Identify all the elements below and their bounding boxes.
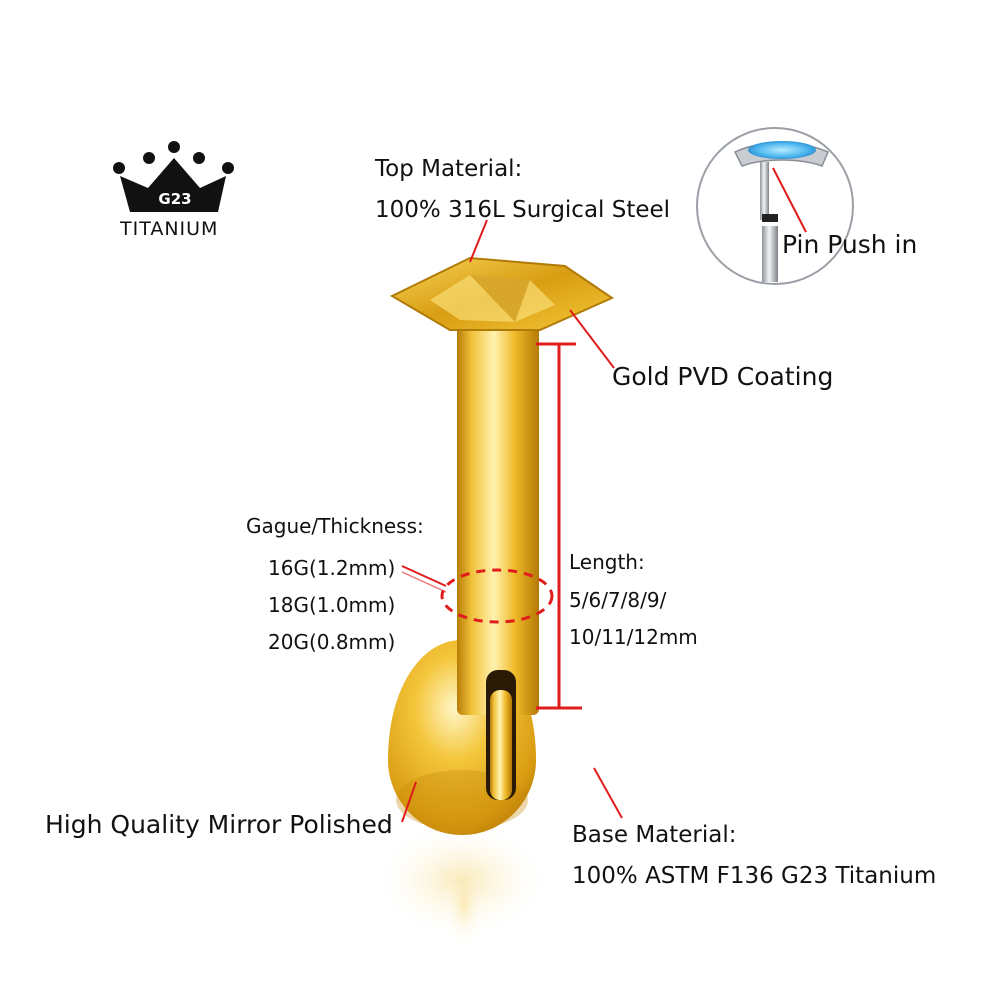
inset-caption: Pin Push in — [782, 230, 918, 259]
length-line-1: 5/6/7/8/9/ — [569, 588, 667, 612]
gauge-option-16g: 16G(1.2mm) — [268, 556, 396, 580]
inset-circle — [696, 127, 854, 285]
top-material-heading: Top Material: — [375, 156, 523, 182]
base-material-value: 100% ASTM F136 G23 Titanium — [572, 863, 937, 889]
polish-leader — [401, 781, 417, 823]
logo-badge-text: G23 — [158, 190, 192, 208]
inset-pin-image — [733, 141, 829, 282]
top-head-facet2 — [470, 275, 530, 322]
top-material-leader — [469, 219, 488, 263]
reflection-shaft — [445, 860, 483, 950]
gauge-leader-2 — [401, 571, 447, 593]
length-line-2: 10/11/12mm — [569, 625, 698, 649]
gauge-option-20g: 20G(0.8mm) — [268, 630, 396, 654]
length-heading: Length: — [569, 550, 645, 574]
coating-leader — [569, 309, 615, 369]
gauge-ellipse — [440, 568, 554, 624]
top-material-value: 100% 316L Surgical Steel — [375, 197, 671, 223]
gauge-leader — [401, 565, 447, 587]
gauge-option-18g: 18G(1.0mm) — [268, 593, 396, 617]
base-leader — [593, 767, 623, 819]
coating-label: Gold PVD Coating — [612, 362, 834, 391]
crown-logo — [113, 141, 234, 212]
shaft — [457, 285, 539, 715]
base-material-heading: Base Material: — [572, 822, 737, 848]
polish-label: High Quality Mirror Polished — [45, 810, 393, 839]
gauge-heading: Gague/Thickness: — [246, 514, 424, 538]
logo-word: TITANIUM — [120, 218, 219, 240]
inset-leader — [772, 167, 807, 233]
shaft-inner — [490, 690, 512, 800]
